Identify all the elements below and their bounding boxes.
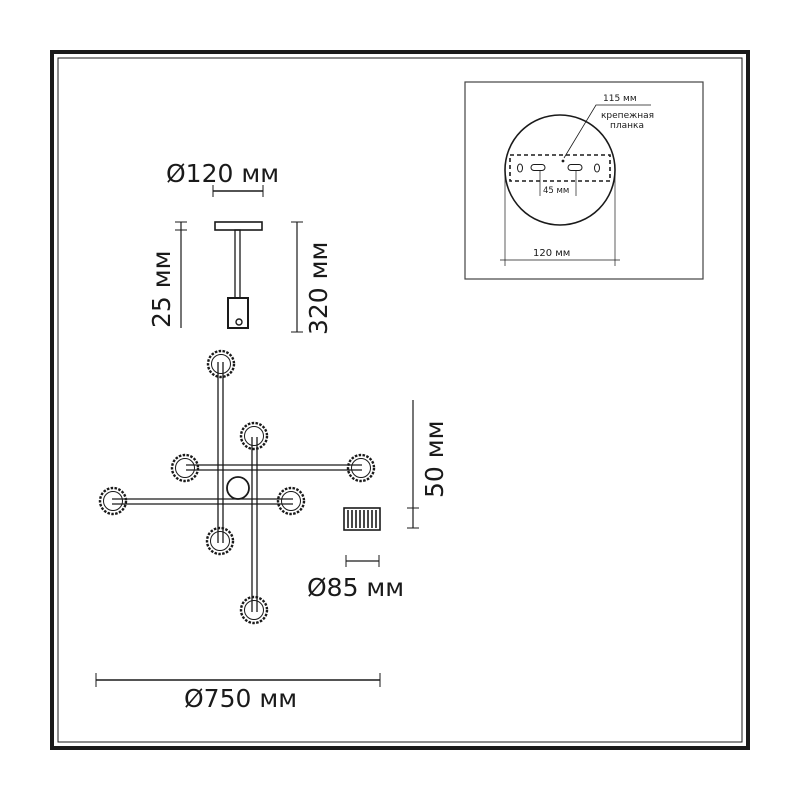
suspension-rod — [234, 229, 241, 299]
shade-5 — [98, 486, 128, 516]
canopy-diameter-label: Ø120 мм — [166, 159, 279, 188]
mounting-plate — [509, 154, 611, 182]
shade-4 — [346, 453, 376, 483]
shade-detail: 50 мм Ø85 мм — [307, 400, 449, 602]
side-view: Ø120 мм 25 мм 320 мм — [147, 159, 333, 335]
mounting-hole-left — [517, 163, 523, 173]
lamp-socket — [227, 297, 249, 329]
shade-6 — [276, 486, 306, 516]
mounting-hole-right — [594, 163, 600, 173]
canopy-side — [214, 221, 263, 231]
inner-frame — [57, 57, 743, 743]
fixture-shades — [98, 349, 376, 625]
fixture-arms — [112, 362, 362, 612]
plate-label-line2: планка — [610, 121, 644, 131]
shade-height-label: 50 мм — [420, 421, 449, 498]
shade-side-view — [343, 507, 381, 531]
mounting-slot-1 — [530, 164, 546, 171]
center-canopy — [226, 476, 250, 500]
fixture-top-view — [98, 349, 376, 625]
shade-8 — [239, 595, 269, 625]
canopy-top-view — [504, 114, 616, 226]
overall-diameter-dimension: Ø750 мм — [95, 673, 381, 713]
shade-diameter-label: Ø85 мм — [307, 573, 404, 602]
overall-diameter-label: Ø750 мм — [184, 684, 297, 713]
center-point — [561, 159, 565, 163]
shade-3 — [170, 453, 200, 483]
rod-length-label: 25 мм — [147, 251, 176, 328]
outer-frame — [50, 50, 750, 750]
hole-spacing-label: 45 мм — [543, 186, 569, 196]
socket-bulb — [235, 318, 243, 326]
shade-1 — [206, 349, 236, 379]
suspension-height-label: 320 мм — [304, 242, 333, 335]
plate-label-line1: крепежная — [601, 111, 654, 121]
mount-detail-inset: 115 мм крепежная планка 45 мм 120 мм — [464, 81, 704, 280]
inset-frame — [464, 81, 704, 280]
plate-leader-line — [563, 104, 651, 159]
plate-length-label: 115 мм — [603, 94, 637, 104]
shade-2 — [239, 421, 269, 451]
canopy-width-label: 120 мм — [533, 248, 570, 259]
shade-7 — [205, 526, 235, 556]
mounting-slot-2 — [567, 164, 583, 171]
